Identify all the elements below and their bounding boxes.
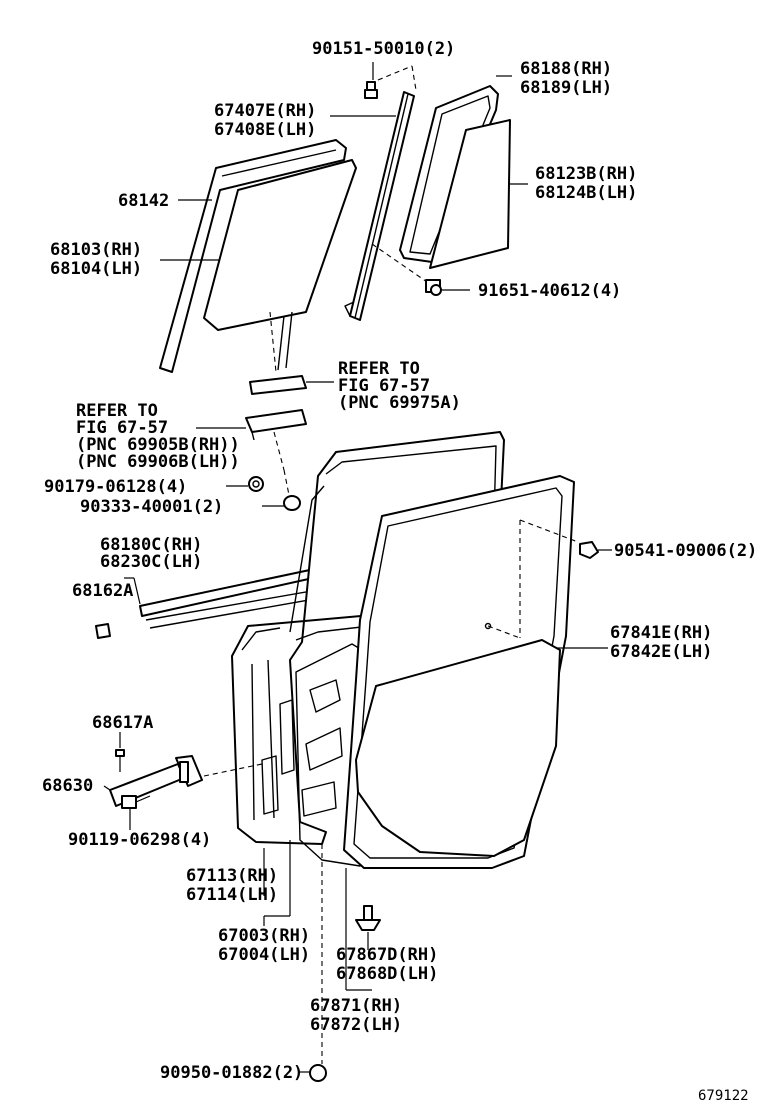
- figure-id: 679122: [698, 1088, 749, 1104]
- refer-label-2-line2: FIG 67-57: [76, 418, 168, 438]
- hole-plug-90333[interactable]: [283, 495, 301, 511]
- label-68188: 68188(RH): [520, 59, 612, 79]
- label-68230: 68230C(LH): [100, 552, 202, 572]
- label-68630: 68630: [42, 776, 93, 796]
- inner-door-panel: [261, 643, 363, 867]
- glass-run-68142[interactable]: [159, 139, 347, 373]
- label-68104: 68104(LH): [50, 259, 142, 279]
- screw-91651[interactable]: [425, 279, 442, 296]
- label-90119: 90119-06298(4): [68, 830, 211, 850]
- label-67871: 67871(RH): [310, 996, 402, 1016]
- label-68124: 68124B(LH): [535, 183, 637, 203]
- label-67841: 67841E(RH): [610, 623, 712, 643]
- division-bar-67407[interactable]: [344, 91, 415, 321]
- label-68180: 68180C(RH): [100, 535, 202, 555]
- label-67867: 67867D(RH): [336, 945, 438, 965]
- plug-90950[interactable]: [309, 1064, 327, 1082]
- bolt-68617[interactable]: [115, 749, 125, 772]
- service-hole-cover-67841[interactable]: [355, 639, 561, 857]
- label-67872: 67872(LH): [310, 1015, 402, 1035]
- label-67004: 67004(LH): [218, 945, 310, 965]
- label-90151: 90151-50010(2): [312, 39, 455, 59]
- channel-69975[interactable]: [249, 375, 307, 395]
- label-90541: 90541-09006(2): [614, 541, 757, 561]
- label-68617: 68617A: [92, 713, 153, 733]
- label-67003: 67003(RH): [218, 926, 310, 946]
- bolt-90119[interactable]: [121, 795, 151, 809]
- label-90333: 90333-40001(2): [80, 497, 223, 517]
- refer-label-2-line1: REFER TO: [76, 401, 158, 421]
- nut-90179[interactable]: [248, 476, 264, 492]
- label-67113: 67113(RH): [186, 866, 278, 886]
- refer-label-2-line4: (PNC 69906B(LH)): [76, 452, 240, 472]
- label-90950: 90950-01882(2): [160, 1063, 303, 1083]
- clip-90541[interactable]: [579, 541, 599, 559]
- label-91651: 91651-40612(4): [478, 281, 621, 301]
- refer-label-2-line3: (PNC 69905B(RH)): [76, 435, 240, 455]
- clip-67867[interactable]: [355, 905, 381, 931]
- clip-68162[interactable]: [95, 623, 111, 639]
- quarter-glass-68123[interactable]: [429, 119, 511, 269]
- label-67868: 67868D(LH): [336, 964, 438, 984]
- label-68189: 68189(LH): [520, 78, 612, 98]
- door-glass-68103[interactable]: [203, 159, 357, 331]
- label-67114: 67114(LH): [186, 885, 278, 905]
- refer-label-1-line2: FIG 67-57: [338, 376, 430, 396]
- label-68103: 68103(RH): [50, 240, 142, 260]
- refer-label-1-line3: (PNC 69975A): [338, 393, 461, 413]
- label-90179: 90179-06128(4): [44, 477, 187, 497]
- label-67408: 67408E(LH): [214, 120, 316, 140]
- label-67842: 67842E(LH): [610, 642, 712, 662]
- label-68142: 68142: [118, 191, 169, 211]
- label-67407: 67407E(RH): [214, 101, 316, 121]
- label-68162: 68162A: [72, 581, 133, 601]
- label-68123: 68123B(RH): [535, 164, 637, 184]
- refer-label-1-line1: REFER TO: [338, 359, 420, 379]
- screw-90151[interactable]: [364, 81, 378, 99]
- channel-69905[interactable]: [245, 409, 307, 441]
